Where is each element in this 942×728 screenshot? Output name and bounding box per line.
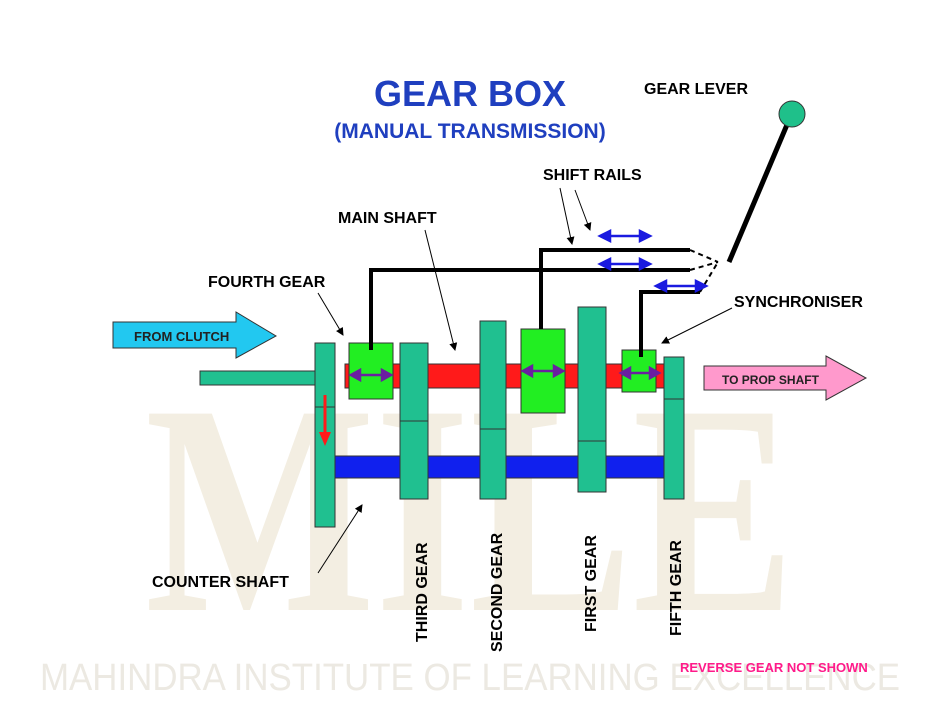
watermark-logo: MILE xyxy=(145,343,795,675)
third-gear-label: THIRD GEAR xyxy=(414,542,431,642)
synchroniser-label: SYNCHRONISER xyxy=(734,294,863,311)
from-clutch-arrow: FROM CLUTCH xyxy=(112,311,278,359)
third-gear-pair xyxy=(399,342,429,500)
svg-text:TO PROP SHAFT: TO PROP SHAFT xyxy=(722,373,820,387)
shift-direction-arrows xyxy=(597,228,709,294)
first-gear-pair xyxy=(577,306,607,493)
main-shaft-label: MAIN SHAFT xyxy=(338,210,437,227)
fifth-gear-label: FIFTH GEAR xyxy=(668,540,685,636)
input-shaft xyxy=(199,370,317,386)
to-prop-shaft-arrow: TO PROP SHAFT xyxy=(703,355,868,401)
rail-lever-link xyxy=(689,249,719,293)
shift-rails xyxy=(369,248,700,357)
watermark-text: MAHINDRA INSTITUTE OF LEARNING EXCELLENC… xyxy=(40,657,900,699)
fifth-gear-pair xyxy=(663,356,685,500)
rotation-arrow xyxy=(319,395,331,446)
second-gear-label: SECOND GEAR xyxy=(489,532,506,652)
synchroniser-arrows xyxy=(348,363,662,383)
reverse-note: REVERSE GEAR NOT SHOWN xyxy=(680,660,868,675)
second-gear-pair xyxy=(479,320,507,500)
svg-text:MILE: MILE xyxy=(145,343,795,675)
first-gear-label: FIRST GEAR xyxy=(583,535,600,632)
leader-lines xyxy=(317,187,733,574)
gear-lever-label: GEAR LEVER xyxy=(644,81,748,98)
shift-rails-label: SHIFT RAILS xyxy=(543,167,642,184)
page-subtitle: (MANUAL TRANSMISSION) xyxy=(334,120,605,143)
svg-text:FROM CLUTCH: FROM CLUTCH xyxy=(134,329,229,344)
page-title: GEAR BOX xyxy=(374,73,566,114)
fourth-gear-label: FOURTH GEAR xyxy=(208,274,326,291)
gear-lever xyxy=(726,100,806,263)
synchroniser-3-4 xyxy=(348,342,394,400)
counter-shaft-label: COUNTER SHAFT xyxy=(152,574,289,591)
